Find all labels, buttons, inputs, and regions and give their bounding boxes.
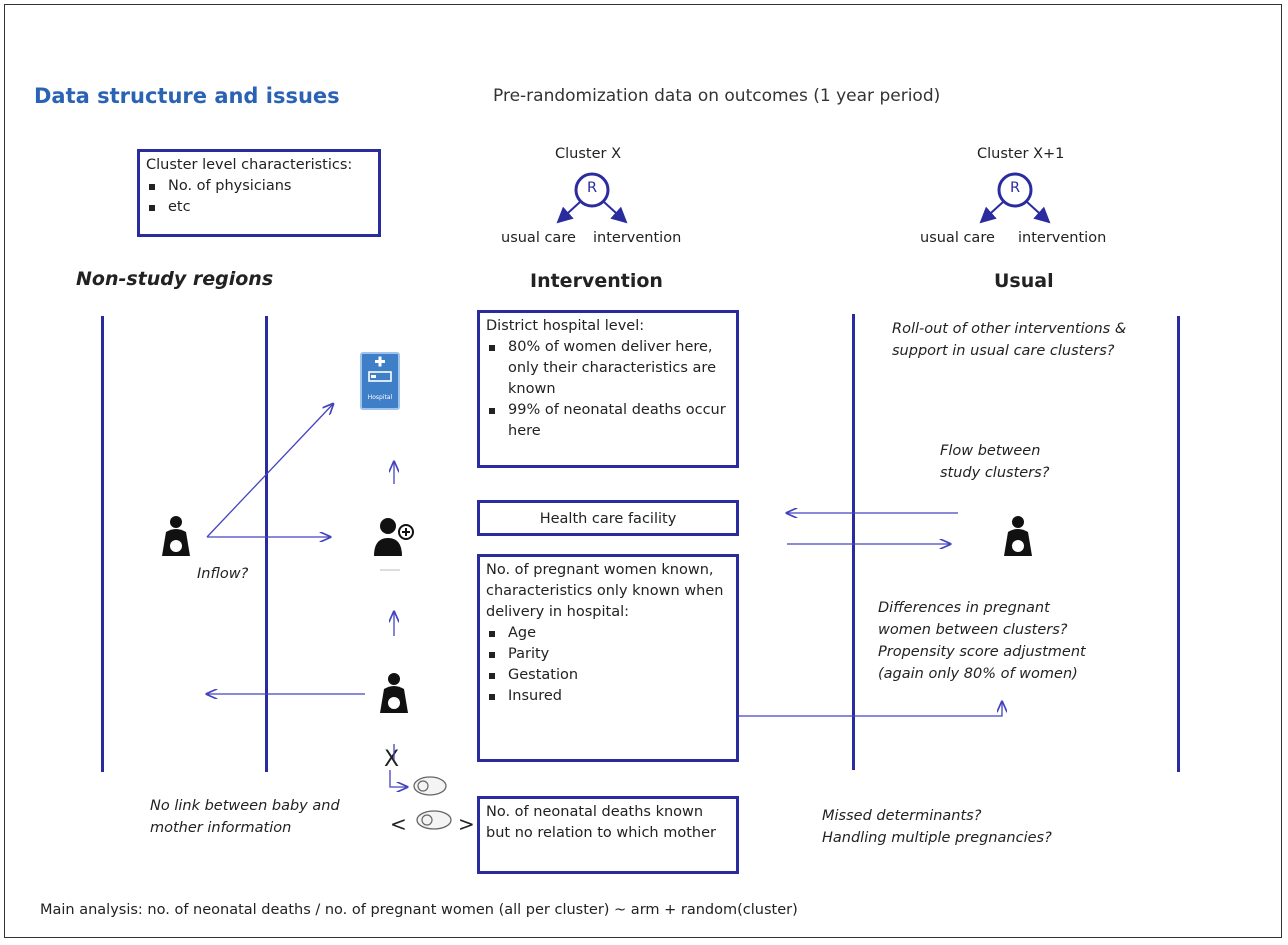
flow-arrow-to-baby [389,770,407,787]
cluster-x1-node-label: R [1010,180,1021,196]
district-hospital-box: District hospital level: 80% of women de… [477,310,739,468]
angle-right: > [458,812,475,836]
cluster-x-right-label: intervention [593,230,682,246]
differences-note: Differences in pregnant women between cl… [878,600,1068,638]
cluster-box-heading: Cluster level characteristics: [146,157,353,173]
baby-icon [416,810,452,830]
pregnant-woman-icon [162,516,190,556]
baby-icon [413,776,447,796]
randomization-node-x [574,172,610,208]
hospital-box-heading: District hospital level: [486,318,645,334]
randomization-arrow [979,201,1004,224]
hospital-box-item: 80% of women deliver here, only their ch… [489,337,730,400]
cluster-x-node-label: R [587,180,598,196]
slide-title: Data structure and issues [34,84,340,108]
slide-subtitle: Pre-randomization data on outcomes (1 ye… [493,86,941,106]
flow-arrow-propensity [739,702,1002,717]
pregnant-women-box: No. of pregnant women known, characteris… [477,554,739,762]
region-divider-line [101,316,104,772]
region-divider-line [852,314,855,770]
randomization-arrow [603,201,628,224]
cluster-box-item: No. of physicians [149,176,372,197]
cluster-characteristics-box: Cluster level characteristics: No. of ph… [137,149,381,237]
health-care-facility-box: Health care facility [477,500,739,536]
inflow-note: Inflow? [197,566,249,582]
neonatal-deaths-box: No. of neonatal deaths known but no rela… [477,796,739,874]
randomization-arrow [1026,201,1051,224]
region-divider-line [1177,316,1180,772]
cluster-x1-right-label: intervention [1018,230,1107,246]
doctor-icon [374,518,414,571]
pregnant-box-item: Age [489,623,730,644]
footer-analysis: Main analysis: no. of neonatal deaths / … [40,902,798,918]
facility-label: Health care facility [539,511,677,527]
cluster-x1-label: Cluster X+1 [977,146,1065,162]
cluster-x-label: Cluster X [555,146,622,162]
angle-left: < [390,812,407,836]
pregnant-box-item: Gestation [489,665,730,686]
deaths-box-text: No. of neonatal deaths known but no rela… [486,804,716,841]
randomization-arrow [556,201,581,224]
region-divider-line [265,316,268,772]
cluster-box-item: etc [149,197,372,218]
pregnant-woman-icon [1004,516,1032,556]
rollout-note: Roll-out of other interventions & suppor… [892,321,1127,359]
non-study-heading: Non-study regions [76,268,274,290]
no-link-note: No link between baby and mother informat… [150,798,340,836]
pregnant-woman-icon [380,673,408,713]
usual-heading: Usual [994,270,1054,292]
pregnant-box-item: Insured [489,686,730,707]
randomization-node-x1 [997,172,1033,208]
cluster-x1-left-label: usual care [920,230,995,246]
pregnant-box-item: Parity [489,644,730,665]
hospital-sign-label: Hospital [367,394,393,401]
missed-determinants-note: Missed determinants? [822,808,982,824]
x-mark: X [384,747,400,772]
flow-arrow-to-hospital [206,404,333,538]
flow-note: Flow between study clusters? [940,443,1050,481]
hospital-sign-graphic [368,356,392,382]
multiple-pregnancies-note: Handling multiple pregnancies? [822,830,1052,846]
intervention-heading: Intervention [530,270,663,292]
cluster-x-left-label: usual care [501,230,576,246]
hospital-sign-icon: Hospital [360,352,400,410]
slide-frame [4,4,1282,938]
pregnant-box-heading: No. of pregnant women known, characteris… [486,562,724,620]
propensity-note: Propensity score adjustment (again only … [878,644,1086,682]
hospital-box-item: 99% of neonatal deaths occur here [489,400,730,442]
